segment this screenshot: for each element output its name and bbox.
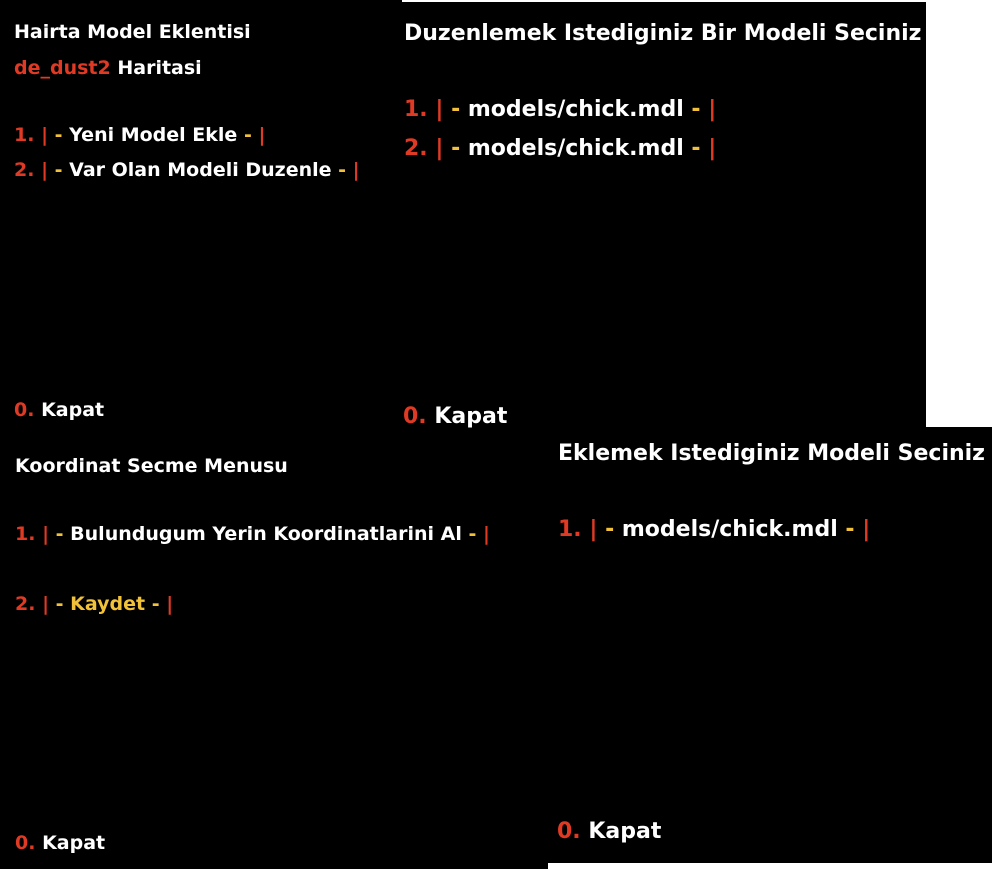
menu-title: Eklemek Istediginiz Modeli Seciniz — [558, 441, 985, 466]
map-name: de_dust2 — [14, 57, 111, 79]
menu-item-edit-model[interactable]: 2. | - Var Olan Modeli Duzenle - | — [14, 159, 360, 181]
menu-exit[interactable]: 0. Kapat — [15, 832, 106, 854]
menu-exit[interactable]: 0. Kapat — [557, 819, 662, 844]
edit-model-menu-panel: Duzenlemek Istediginiz Bir Modeli Secini… — [399, 2, 926, 436]
menu-item-save[interactable]: 2. | - Kaydet - | — [15, 593, 174, 615]
menu-item-model-2[interactable]: 2. | - models/chick.mdl - | — [404, 136, 717, 161]
menu-exit[interactable]: 0. Kapat — [14, 399, 105, 421]
menu-title: Hairta Model Eklentisi — [14, 21, 251, 43]
menu-item-model-1[interactable]: 1. | - models/chick.mdl - | — [404, 97, 717, 122]
map-suffix: Haritasi — [117, 57, 202, 79]
menu-item-model-1[interactable]: 1. | - models/chick.mdl - | — [558, 517, 871, 542]
map-label: de_dust2 Haritasi — [14, 59, 202, 78]
menu-exit[interactable]: 0. Kapat — [403, 404, 508, 429]
menu-title: Duzenlemek Istediginiz Bir Modeli Secini… — [404, 21, 922, 46]
menu-title: Koordinat Secme Menusu — [15, 455, 288, 477]
menu-item-add-model[interactable]: 1. | - Yeni Model Ekle - | — [14, 124, 266, 146]
menu-item-get-coordinates[interactable]: 1. | - Bulundugum Yerin Koordinatlarini … — [15, 523, 490, 545]
main-menu-panel: Hairta Model Eklentisi de_dust2 Haritasi… — [0, 0, 402, 438]
coordinate-menu-panel: Koordinat Secme Menusu 1. | - Bulundugum… — [0, 436, 548, 869]
add-model-menu-panel: Eklemek Istediginiz Modeli Seciniz 1. | … — [548, 427, 992, 863]
